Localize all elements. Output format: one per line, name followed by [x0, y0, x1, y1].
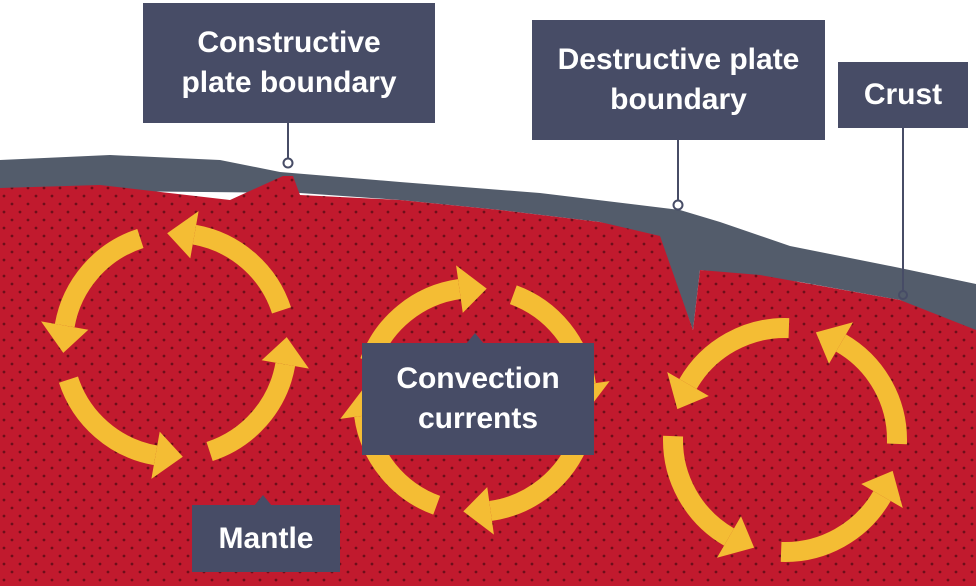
convection-arrow-shaft — [780, 490, 891, 562]
mantle-label-notch — [254, 495, 272, 506]
convection-arrow-shaft — [679, 318, 790, 390]
convection-arrowhead-icon — [815, 322, 853, 364]
convection-arrow-shaft — [192, 224, 292, 314]
convection-arrow-shaft — [58, 376, 158, 466]
convection-arrowhead-icon — [717, 516, 755, 558]
convection-arrowhead-icon — [151, 431, 183, 479]
convection-arrowhead-icon — [261, 337, 309, 369]
destructive-pointer-dot — [672, 199, 684, 211]
convection-arrow-shaft — [835, 334, 907, 445]
convection-arrowhead-icon — [167, 211, 199, 259]
crust-pointer-dot — [898, 290, 908, 300]
crust-label: Crust — [838, 62, 968, 128]
convection-arrowhead-icon — [861, 470, 903, 508]
convection-arrowhead-icon — [456, 265, 487, 313]
convection-arrow-shaft — [206, 362, 296, 462]
convection-currents-label: Convection currents — [362, 343, 594, 455]
constructive-boundary-label: Constructive plate boundary — [143, 3, 435, 123]
convection-arrowhead-icon — [463, 487, 494, 535]
convection-arrowhead-icon — [41, 321, 89, 353]
mantle-label: Mantle — [192, 505, 340, 572]
convection-arrow-shaft — [663, 435, 735, 546]
crust — [0, 155, 976, 340]
convection-arrowhead-icon — [667, 372, 709, 410]
convection-label-notch — [466, 333, 484, 344]
convection-arrow-shaft — [54, 228, 144, 328]
constructive-pointer-dot — [282, 157, 294, 169]
destructive-boundary-label: Destructive plate boundary — [532, 20, 825, 140]
